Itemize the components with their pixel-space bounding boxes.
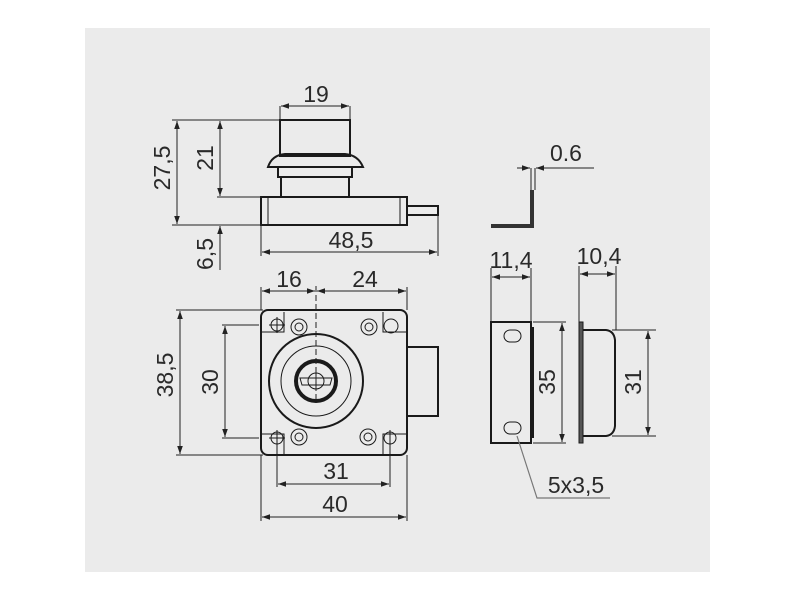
dim-cylinder-height: 21 [192,145,218,171]
dim-total-height: 27,5 [149,146,175,191]
bolt-front [406,346,439,417]
dim-knob-width: 19 [303,81,329,107]
strike-box [583,329,616,437]
dim-vertical-hole-spacing: 30 [197,369,223,395]
dim-plate-height: 38,5 [152,353,178,398]
dim-strike-depth: 10,4 [577,243,622,269]
strike-profile: 0.6 [491,140,594,228]
screw-washers [290,318,378,446]
dim-body-thickness: 6,5 [192,238,218,270]
flange [266,153,365,168]
strike-front: 11,4 35 5x3,5 [489,247,610,499]
dim-strike-height: 35 [534,369,560,395]
bolt [406,205,439,216]
dim-horizontal-hole-spacing: 31 [323,458,349,484]
dim-slot-size: 5x3,5 [548,472,604,498]
strike-side: 10,4 31 [577,243,656,444]
front-view: 16 24 38,5 30 31 40 [152,266,439,521]
dim-total-length: 48,5 [329,227,374,253]
slot-top [503,329,522,343]
drawing-panel [85,28,710,572]
slot-leader [516,435,610,499]
dim-center-to-right: 24 [352,266,378,292]
dim-strike-box-height: 31 [620,369,646,395]
knob [279,119,351,157]
dim-strike-width: 11,4 [489,247,532,273]
slot-bottom [503,421,522,435]
strike-plate [490,321,532,444]
top-view: 19 27,5 21 6,5 48,5 [149,81,439,270]
dim-plate-width: 40 [322,491,348,517]
dim-left-to-center: 16 [276,266,302,292]
dim-strike-thickness: 0.6 [550,140,582,166]
corner-holes [262,312,406,454]
